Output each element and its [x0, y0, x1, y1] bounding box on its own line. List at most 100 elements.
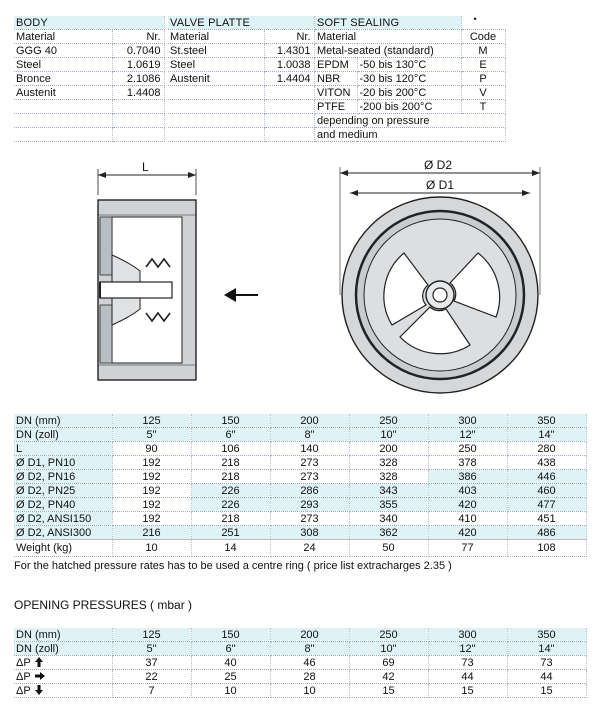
table-cell: 14"	[507, 641, 587, 656]
table-cell: St.steel	[168, 43, 265, 58]
table-cell: 410	[428, 511, 508, 526]
table-cell: 192	[112, 511, 192, 526]
table-cell: 10	[191, 683, 271, 698]
row-label: Ø D2, ANSI300	[14, 525, 113, 540]
table-cell: -30 bis 120°C	[357, 71, 462, 86]
table-cell: 218	[191, 511, 271, 526]
table-cell: 50	[349, 539, 429, 557]
table-cell: 438	[507, 455, 587, 470]
table-cell: 200	[349, 441, 429, 456]
table-cell: 362	[349, 525, 429, 540]
table-cell: Austenit	[14, 85, 113, 100]
row-label: DN (zoll)	[14, 641, 113, 656]
table-cell: 340	[349, 511, 429, 526]
body-title: BODY	[14, 16, 165, 30]
table-cell: 42	[349, 669, 429, 684]
table-cell: -20 bis 200°C	[357, 85, 462, 100]
table-row: DN (zoll)5"6"8"10"12"14"	[14, 641, 587, 656]
table-cell: 218	[191, 455, 271, 470]
table-cell: 8"	[270, 641, 350, 656]
label-L: L	[142, 160, 149, 174]
table-cell: 106	[191, 441, 271, 456]
flow-arrow-icon	[224, 288, 258, 302]
table-cell: 200	[270, 628, 350, 642]
table-cell: 308	[270, 525, 350, 540]
table-cell: 5"	[112, 641, 192, 656]
table-cell: 73	[428, 655, 508, 670]
table-cell: 15	[507, 683, 587, 698]
table-cell: 8"	[270, 427, 350, 442]
table-cell: Steel	[168, 57, 265, 72]
table-cell: -200 bis 200°C	[357, 99, 462, 114]
table-cell: GGG 40	[14, 43, 113, 58]
table-cell: Steel	[14, 57, 113, 72]
table-cell: 378	[428, 455, 508, 470]
table-cell: Bronce	[14, 71, 113, 86]
table-cell: 1.0619	[112, 57, 165, 72]
row-label: DN (mm)	[14, 628, 113, 642]
table-cell: 420	[428, 525, 508, 540]
table-cell: 192	[112, 483, 192, 498]
row-label-text: DN (mm)	[16, 628, 61, 641]
down-arrow-icon	[34, 685, 43, 695]
table-cell: Metal-seated (standard)	[315, 43, 462, 58]
row-label: Ø D2, PN25	[14, 483, 113, 498]
col-code: Code	[461, 29, 506, 44]
row-label: L	[14, 441, 113, 456]
row-label: Ø D1, PN10	[14, 455, 113, 470]
centre-ring-footnote: For the hatched pressure rates has to be…	[14, 560, 452, 572]
table-cell: 15	[349, 683, 429, 698]
col-material: Material	[14, 29, 113, 44]
front-view	[339, 167, 541, 394]
table-cell: V	[461, 85, 506, 100]
table-cell: 250	[428, 441, 508, 456]
table-cell: 350	[507, 414, 587, 428]
table-cell: 40	[191, 655, 271, 670]
table-cell: 328	[349, 455, 429, 470]
table-cell: 350	[507, 628, 587, 642]
table-cell: 77	[428, 539, 508, 557]
col-material: Material	[168, 29, 265, 44]
table-cell: 280	[507, 441, 587, 456]
table-cell: 300	[428, 414, 508, 428]
table-cell: 226	[191, 483, 271, 498]
table-cell: 200	[270, 414, 350, 428]
table-cell: 150	[191, 628, 271, 642]
table-cell: 446	[507, 469, 587, 484]
table-cell: 192	[112, 469, 192, 484]
sealing-note: depending on pressure	[315, 113, 506, 128]
table-cell: 386	[428, 469, 508, 484]
sealing-note: and medium	[315, 127, 506, 142]
label-D2: Ø D2	[424, 158, 453, 172]
table-cell: P	[461, 71, 506, 86]
row-label: Ø D2, PN16	[14, 469, 113, 484]
table-cell: 250	[349, 414, 429, 428]
row-label: DN (mm)	[14, 414, 113, 428]
table-cell: 69	[349, 655, 429, 670]
col-nr: Nr.	[112, 29, 165, 44]
table-cell: 6"	[191, 641, 271, 656]
table-cell: 328	[349, 469, 429, 484]
row-label: Ø D2, PN40	[14, 497, 113, 512]
table-cell: EPDM	[315, 57, 358, 72]
table-cell: 14"	[507, 427, 587, 442]
table-cell: Austenit	[168, 71, 265, 86]
row-label: Ø D2, ANSI150	[14, 511, 113, 526]
table-cell: 44	[428, 669, 508, 684]
table-cell: 24	[270, 539, 350, 557]
table-cell: 6"	[191, 427, 271, 442]
table-cell: 140	[270, 441, 350, 456]
table-cell: 273	[270, 511, 350, 526]
